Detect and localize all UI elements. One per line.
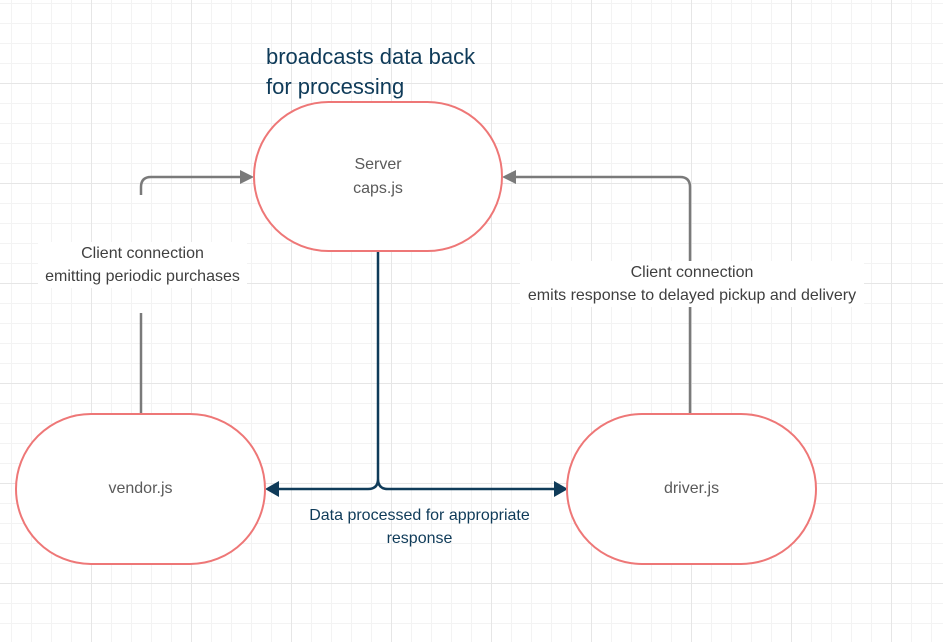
server-node-file: caps.js <box>353 179 403 197</box>
server-edge-label: Data processed for appropriate response <box>295 504 544 550</box>
vendor-node[interactable]: vendor.js <box>15 413 266 565</box>
server-node[interactable]: Server caps.js <box>253 101 503 252</box>
edge-server-to-clients <box>278 251 555 491</box>
driver-edge-label-line-2: emits response to delayed pickup and del… <box>527 287 857 304</box>
vendor-edge-label-line-1: Client connection <box>81 245 204 262</box>
edge-driver-to-server <box>514 175 692 413</box>
driver-node-label: driver.js <box>663 480 720 497</box>
arrowhead-driver-to-server <box>502 170 516 184</box>
heading-line-2: for processing <box>266 74 405 99</box>
arrowhead-server-to-driver <box>554 481 568 497</box>
server-edge-label-line-2: response <box>386 530 453 547</box>
driver-edge-label-line-1: Client connection <box>630 264 754 281</box>
server-node-title: Server <box>354 155 402 173</box>
edge-vendor-to-server <box>139 175 243 413</box>
vendor-node-label: vendor.js <box>108 480 173 497</box>
vendor-edge-label-line-2: emitting periodic purchases <box>45 268 240 285</box>
driver-node[interactable]: driver.js <box>566 413 817 565</box>
arrowhead-vendor-to-server <box>240 170 254 184</box>
diagram-heading: broadcasts data back for processing <box>266 42 475 102</box>
vendor-edge-label: Client connection emitting periodic purc… <box>38 242 247 288</box>
arrowhead-server-to-vendor <box>265 481 279 497</box>
server-edge-label-line-1: Data processed for appropriate <box>309 507 530 524</box>
heading-line-1: broadcasts data back <box>266 44 476 69</box>
driver-edge-label: Client connection emits response to dela… <box>520 261 864 307</box>
